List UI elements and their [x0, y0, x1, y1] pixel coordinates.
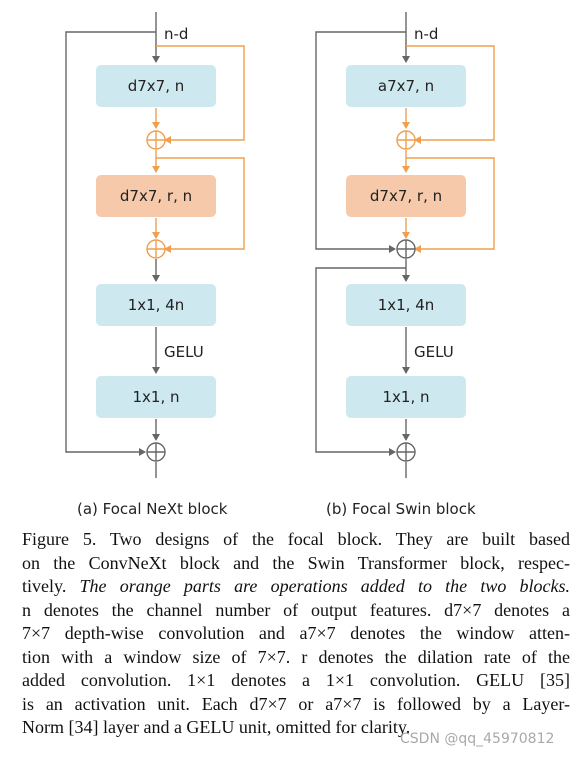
caption-line-5: 7×7 depth-wise convolution and a7×7 deno… — [22, 623, 570, 643]
left-input-label: n-d — [164, 25, 189, 43]
right-box-1x1-n: 1x1, n — [346, 376, 466, 418]
right-box-d7x7-dilated: d7x7, r, n — [346, 175, 466, 217]
watermark: CSDN @qq_45970812 — [400, 731, 555, 747]
right-plus-3 — [396, 442, 416, 462]
caption-line-7: added convolution. 1×1 denotes a 1×1 con… — [22, 670, 570, 690]
right-sublabel: (b) Focal Swin block — [326, 500, 476, 518]
caption-line-9: Norm [34] layer and a GELU unit, omitted… — [22, 717, 411, 737]
left-plus-2 — [146, 239, 166, 259]
caption-line-4: n denotes the channel number of output f… — [22, 599, 570, 620]
right-box-a7x7: a7x7, n — [346, 65, 466, 107]
left-gelu-label: GELU — [164, 343, 204, 361]
left-box-1x1-n: 1x1, n — [96, 376, 216, 418]
left-box-d7x7-dilated: d7x7, r, n — [96, 175, 216, 217]
left-diagram-lines — [65, 12, 245, 478]
right-box-1x1-4n: 1x1, 4n — [346, 284, 466, 326]
left-plus-1 — [146, 130, 166, 150]
caption-line-3-a: tively. — [22, 576, 80, 596]
left-box-d7x7: d7x7, n — [96, 65, 216, 107]
caption-line-6: tion with a window size of 7×7. r denote… — [22, 646, 570, 667]
left-sublabel: (a) Focal NeXt block — [77, 500, 228, 518]
right-plus-1 — [396, 130, 416, 150]
right-gelu-label: GELU — [414, 343, 454, 361]
left-plus-3 — [146, 442, 166, 462]
caption-line-1: Figure 5. Two designs of the focal block… — [22, 529, 570, 549]
caption-line-2: on the ConvNeXt block and the Swin Trans… — [22, 552, 570, 573]
caption-italic-sentence: The orange parts are operations added to… — [79, 576, 570, 596]
focal-block-diagram — [65, 12, 495, 478]
caption-line-3: tively. The orange parts are operations … — [22, 575, 570, 599]
right-input-label: n-d — [414, 25, 439, 43]
caption-line-8: is an activation unit. Each d7×7 or a7×7… — [22, 693, 570, 714]
left-box-1x1-4n: 1x1, 4n — [96, 284, 216, 326]
right-diagram-lines — [315, 12, 495, 478]
right-plus-2 — [396, 239, 416, 259]
figure-caption: Figure 5. Two designs of the focal block… — [22, 528, 570, 740]
